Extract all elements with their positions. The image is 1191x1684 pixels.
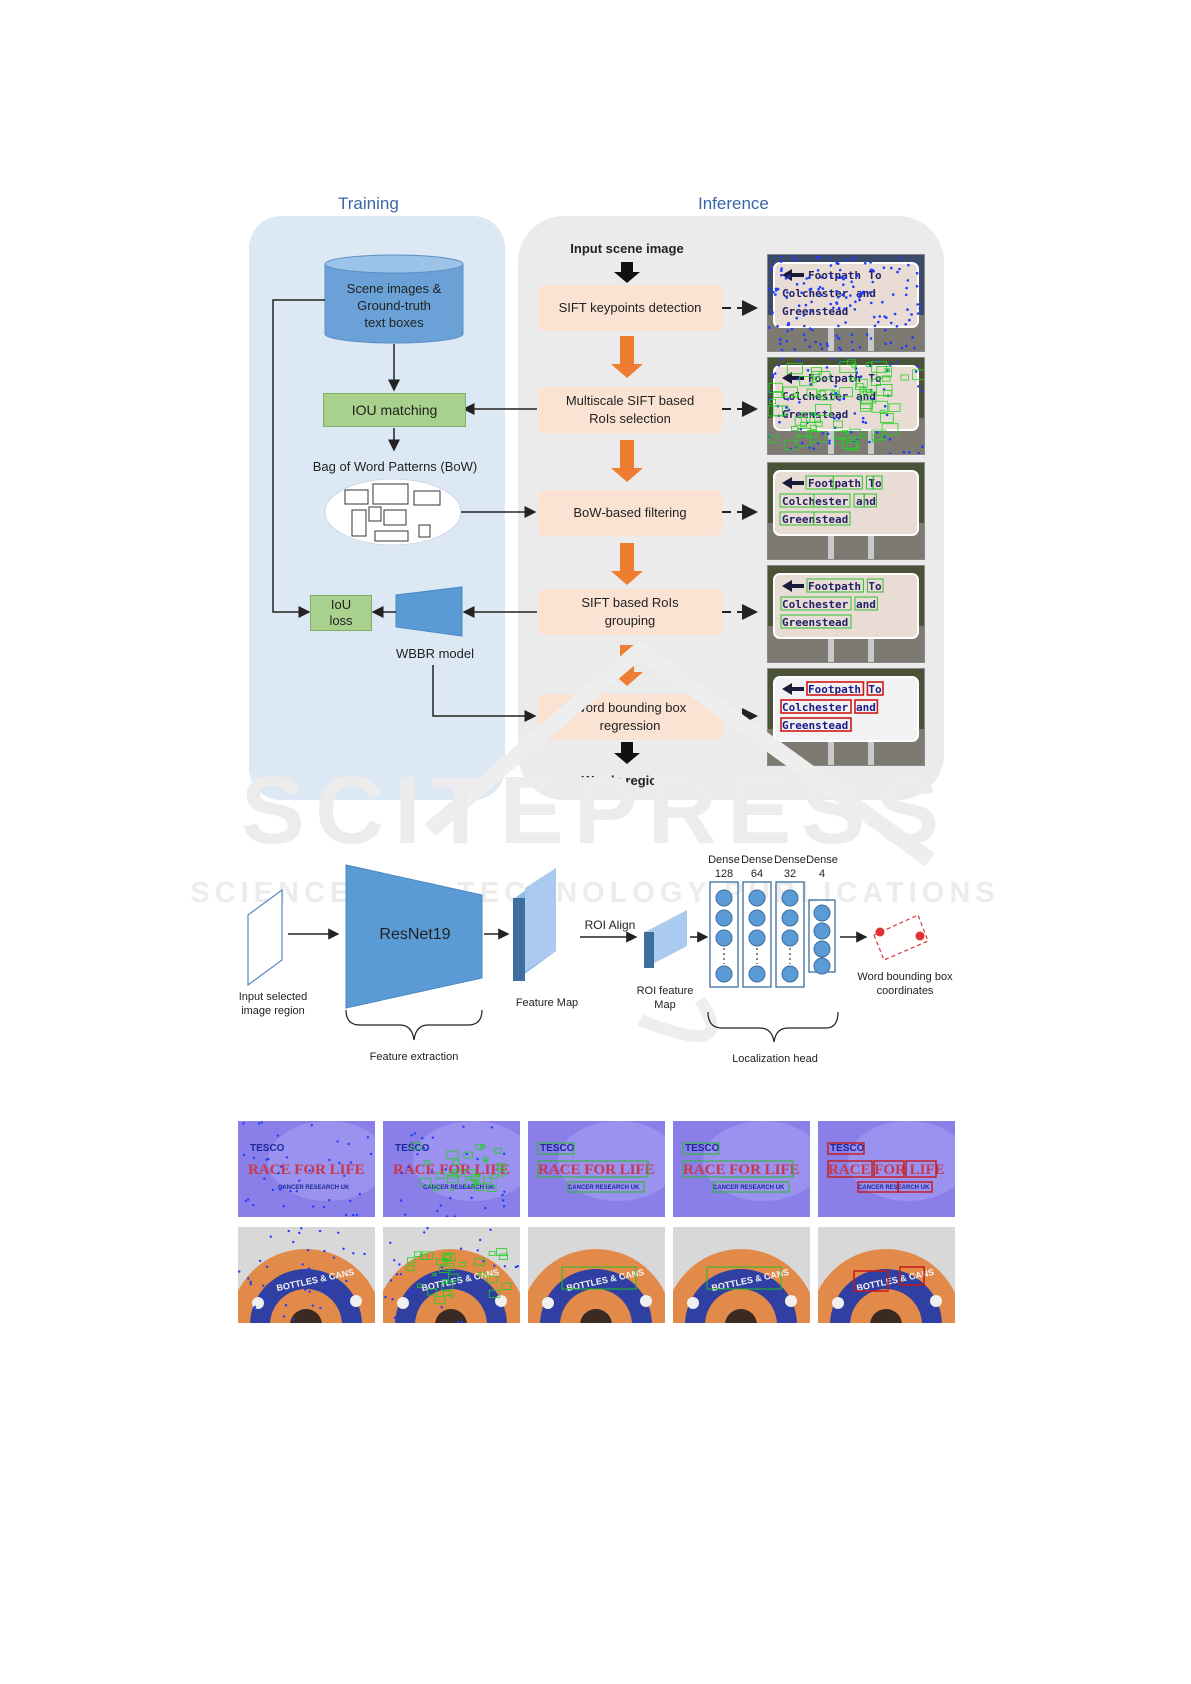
sign-word: Footpath [808,372,861,385]
sign-word: and [856,701,876,714]
step-bow-filtering: BoW-based filtering [538,490,722,536]
feature-extraction-brace [345,1009,483,1041]
svg-text:TESCO: TESCO [250,1143,285,1154]
svg-text:CANCER RESEARCH UK: CANCER RESEARCH UK [568,1185,640,1191]
sign-word: Greenstead [782,513,848,526]
svg-text:CANCER RESEARCH UK: CANCER RESEARCH UK [858,1185,930,1191]
bow-patterns-icon [344,483,441,542]
sign-word: Footpath [808,683,861,696]
sign-word: Footpath [808,269,861,282]
roi-align-label: ROI Align [584,918,636,932]
sign-word: Colchester [782,598,849,611]
flow-arrows-orange [611,336,643,686]
bow-label: Bag of Word Patterns (BoW) [312,459,478,474]
sign-word: Colchester [782,495,849,508]
resnet-label: ResNet19 [379,926,451,943]
watermark-sub: SCIENCE AND TECHNOLOGY PUBLICATIONS [190,877,999,909]
example-bottles-final: BOTTLES & CANS [818,1227,955,1323]
svg-text:TESCO: TESCO [395,1143,430,1154]
sign-word: Greenstead [782,305,848,318]
training-title: Training [338,194,399,213]
inference-title: Inference [698,194,769,213]
example-bottles-group: BOTTLES & CANS [673,1227,810,1323]
sign-word: To [868,372,882,385]
feature-map-label: Feature Map [515,997,579,1009]
database-label: Scene images & Ground-truth text boxes [346,281,442,330]
svg-text:RACE FOR LIFE: RACE FOR LIFE [248,1162,365,1178]
example-bottles-roi: BOTTLES & CANS [383,1227,520,1323]
example-race-roi: TESCO RACE FOR LIFE CANCER RESEARCH UK [383,1121,520,1217]
feature-map-cube [513,868,556,981]
sign-word: To [868,580,882,593]
sign-word: Footpath [808,580,861,593]
localization-head-label: Localization head [732,1053,818,1065]
sign-word: and [856,598,876,611]
svg-text:RACE FOR LIFE: RACE FOR LIFE [683,1162,800,1178]
sign-word: and [856,495,876,508]
example-bottles-kp: BOTTLES & CANS [238,1227,375,1323]
svg-text:RACE FOR LIFE: RACE FOR LIFE [393,1162,510,1178]
roi-feature-cube [644,910,687,968]
dense-nodes [715,889,831,983]
iou-matching-box: IOU matching [323,393,466,427]
database-cylinder [324,254,464,344]
svg-text:RACE FOR LIFE: RACE FOR LIFE [538,1162,655,1178]
sign-word: Colchester [782,701,849,714]
sign-word: Greenstead [782,616,848,629]
step-sift-detection: SIFT keypoints detection [538,285,722,331]
wbbr-model-label: WBBR model [395,646,475,661]
svg-text:RACE FOR LIFE: RACE FOR LIFE [828,1162,945,1178]
sign-word: Footpath [808,477,861,490]
svg-text:TESCO: TESCO [540,1143,575,1154]
watermark-main: SCITEPRESS [241,757,949,864]
input-scene-label: Input scene image [570,241,684,256]
example-race-kp: TESCO RACE FOR LIFE CANCER RESEARCH UK [238,1121,375,1217]
sign-word: Colchester [782,287,849,300]
svg-text:CANCER RESEARCH UK: CANCER RESEARCH UK [423,1185,495,1191]
svg-text:TESCO: TESCO [830,1143,865,1154]
sign-word: Greenstead [782,719,848,732]
bbox-output-icon [873,914,929,961]
localization-head-brace [707,1011,839,1043]
svg-text:CANCER RESEARCH UK: CANCER RESEARCH UK [713,1185,785,1191]
sign-word: To [868,683,882,696]
resnet-block [345,864,483,1009]
example-race-final: TESCO RACE FOR LIFE CANCER RESEARCH UK [818,1121,955,1217]
flow-arrows-black [614,262,640,764]
sign-word: To [868,477,882,490]
svg-text:TESCO: TESCO [685,1143,720,1154]
example-race-bow: TESCO RACE FOR LIFE CANCER RESEARCH UK [528,1121,665,1217]
wbbr-model-icon [395,586,463,637]
svg-text:CANCER RESEARCH UK: CANCER RESEARCH UK [278,1185,350,1191]
example-bottles-bow: BOTTLES & CANS [528,1227,665,1323]
dense-layers [709,881,836,988]
sign-word: and [856,287,876,300]
input-region-icon [247,888,283,987]
example-race-group: TESCO RACE FOR LIFE CANCER RESEARCH UK [673,1121,810,1217]
sign-word: To [868,269,882,282]
words-regions-label: Words regions [581,773,673,788]
feature-extraction-label: Feature extraction [369,1051,459,1063]
